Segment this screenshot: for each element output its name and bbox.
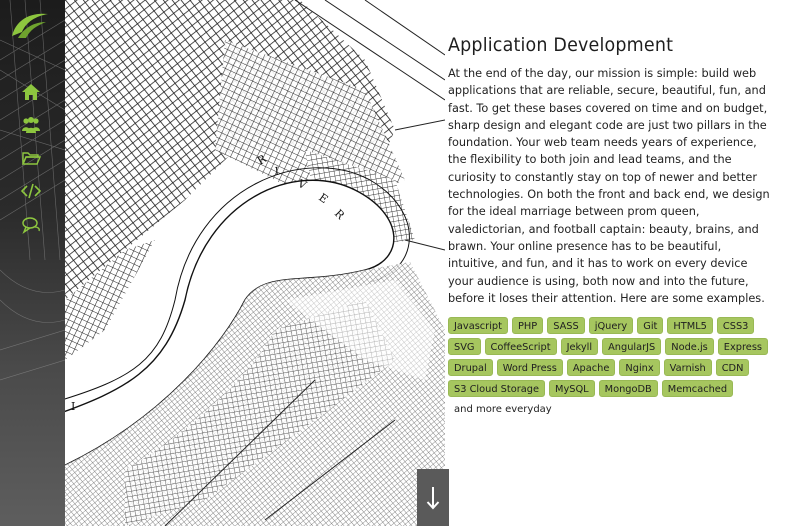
main-content: Application Development At the end of th… — [448, 34, 770, 415]
tag-memcached[interactable]: Memcached — [661, 380, 734, 398]
tag-svg[interactable]: SVG — [448, 338, 481, 356]
scroll-down-button[interactable] — [417, 469, 449, 526]
tag-nginx[interactable]: Nginx — [619, 359, 660, 377]
tag-varnish[interactable]: Varnish — [663, 359, 712, 377]
tag-s3-cloud-storage[interactable]: S3 Cloud Storage — [448, 380, 545, 398]
nav-item-team[interactable] — [0, 109, 65, 140]
tag-php[interactable]: PHP — [512, 317, 544, 335]
city-map-illustration: R I V E R I — [65, 0, 445, 526]
tag-mongodb[interactable]: MongoDB — [598, 380, 658, 398]
tag-express[interactable]: Express — [717, 338, 769, 356]
tag-jekyll[interactable]: Jekyll — [560, 338, 599, 356]
nav-item-development[interactable] — [0, 175, 65, 206]
more-technologies-note: and more everyday — [454, 404, 552, 416]
section-title: Application Development — [448, 34, 674, 56]
arrow-down-icon — [426, 486, 440, 509]
company-logo[interactable] — [10, 8, 50, 40]
chat-icon — [22, 216, 40, 234]
tag-javascript[interactable]: Javascript — [448, 317, 508, 335]
tag-nodejs[interactable]: Node.js — [665, 338, 714, 356]
svg-text:I: I — [274, 165, 280, 178]
tag-angularjs[interactable]: AngularJS — [602, 338, 662, 356]
tag-jquery[interactable]: jQuery — [588, 317, 634, 335]
tag-cdn[interactable]: CDN — [715, 359, 750, 377]
nav-item-home[interactable] — [0, 76, 65, 107]
tag-drupal[interactable]: Drupal — [448, 359, 493, 377]
folder-icon — [21, 151, 41, 165]
users-icon — [22, 116, 40, 133]
tag-sass[interactable]: SASS — [547, 317, 585, 335]
nav-item-portfolio[interactable] — [0, 142, 65, 173]
tag-coffeescript[interactable]: CoffeeScript — [484, 338, 557, 356]
map-side-label: I — [71, 400, 75, 413]
tag-html5[interactable]: HTML5 — [667, 317, 713, 335]
tag-apache[interactable]: Apache — [566, 359, 616, 377]
home-icon — [22, 83, 40, 100]
technology-tag-list: Javascript PHP SASS jQuery Git HTML5 CSS… — [448, 317, 773, 398]
tag-css3[interactable]: CSS3 — [716, 317, 755, 335]
tag-wordpress[interactable]: Word Press — [496, 359, 563, 377]
code-icon — [21, 183, 41, 198]
section-description: At the end of the day, our mission is si… — [448, 67, 770, 305]
tag-git[interactable]: Git — [637, 317, 664, 335]
sidebar — [0, 0, 65, 526]
tag-mysql[interactable]: MySQL — [549, 380, 595, 398]
nav-item-contact[interactable] — [0, 209, 65, 240]
